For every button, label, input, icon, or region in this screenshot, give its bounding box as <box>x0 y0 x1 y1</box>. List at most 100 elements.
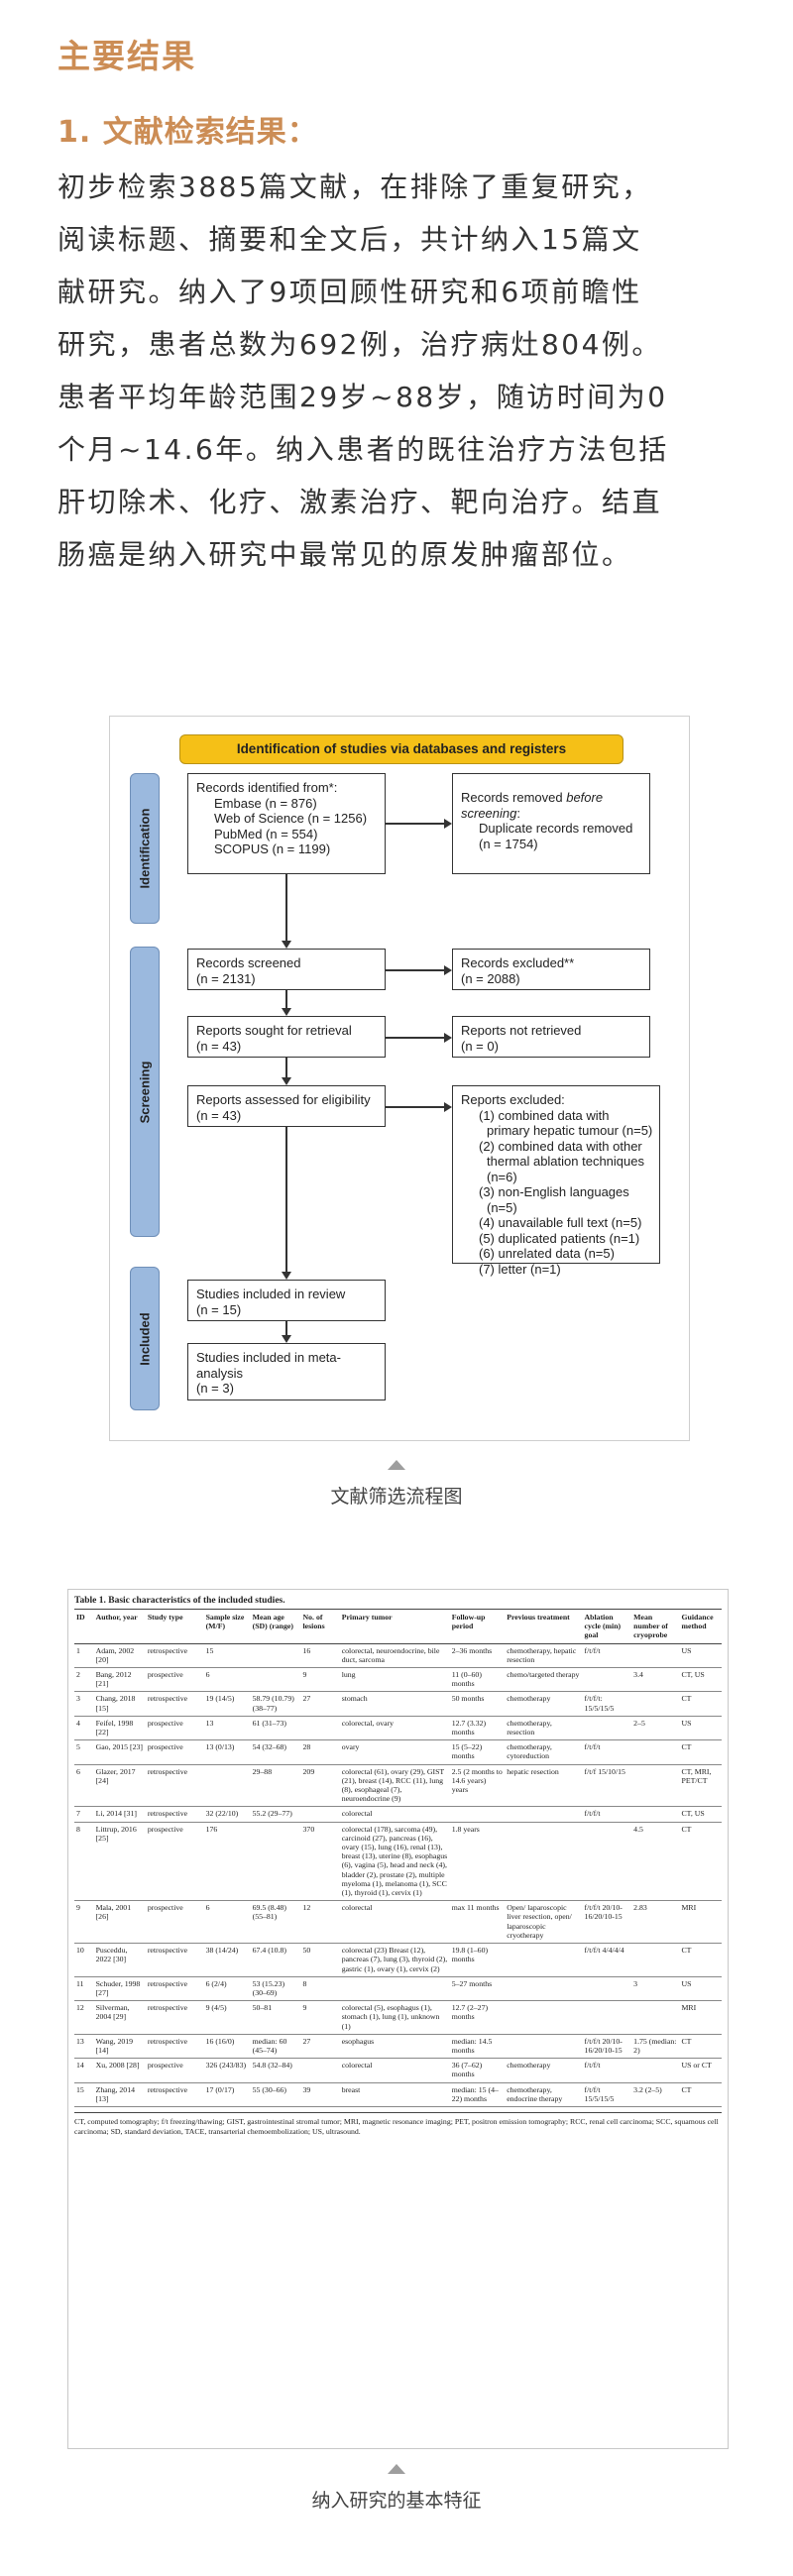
arrow-down-icon <box>282 941 291 949</box>
table-cell: 29–88 <box>250 1764 301 1808</box>
table-cell <box>250 1822 301 1902</box>
box-line: (n = 43) <box>196 1107 242 1123</box>
paragraph-line: 献研究。纳入了9项回顾性研究和6项前瞻性 <box>57 276 642 308</box>
box-line: Embase (n = 876) <box>214 795 317 811</box>
table-cell <box>505 1806 583 1823</box>
table-cell: 9 <box>74 1900 94 1945</box>
table-cell <box>582 1716 632 1741</box>
arrow-line <box>386 823 444 825</box>
table-cell: prospective <box>145 1716 204 1741</box>
arrow-line <box>386 1037 444 1039</box>
table-cell: 13 <box>74 2034 94 2060</box>
box-line: (n = 43) <box>196 1038 242 1054</box>
table-header-cell: Follow-up period <box>449 1609 506 1644</box>
table-cell: 9 <box>300 1667 340 1693</box>
arrow-right-icon <box>444 1102 452 1112</box>
box-line: thermal ablation techniques <box>487 1154 644 1169</box>
table-cell: 2–5 <box>631 1716 680 1741</box>
table-cell: breast <box>339 2082 450 2107</box>
table-cell: median: 60 (45–74) <box>250 2034 301 2060</box>
table-cell: 61 (31–73) <box>250 1716 301 1741</box>
table-cell: 2 <box>74 1667 94 1693</box>
box-line: (3) non-English languages <box>479 1184 629 1199</box>
table-cell: 9 <box>300 2000 340 2035</box>
arrow-right-icon <box>444 1033 452 1043</box>
table-header-cell: Guidance method <box>679 1609 722 1644</box>
table-cell: 12 <box>74 2000 94 2035</box>
table-cell: colorectal <box>339 1900 450 1945</box>
table-cell <box>582 2000 632 2035</box>
table-cell <box>582 1667 632 1693</box>
arrow-down-icon <box>282 1335 291 1343</box>
table-header-cell: Previous treatment <box>505 1609 583 1644</box>
table-cell: f/t/f/t <box>582 2058 632 2083</box>
side-label-screening: Screening <box>130 947 160 1237</box>
table-cell: chemotherapy <box>505 1691 583 1717</box>
box-line: SCOPUS (n = 1199) <box>214 841 331 856</box>
table-cell: CT <box>679 1691 722 1717</box>
table-cell: Feifel, 1998 [22] <box>93 1716 146 1741</box>
table-cell: 19 (14/5) <box>203 1691 251 1717</box>
table-cell <box>300 2058 340 2083</box>
table-cell: CT <box>679 1822 722 1902</box>
table-header-cell: Ablation cycle (min) goal <box>582 1609 632 1644</box>
side-label-included: Included <box>130 1267 160 1410</box>
table-cell: 1.75 (median: 2) <box>631 2034 680 2060</box>
table-cell: stomach <box>339 1691 450 1717</box>
table-cell: retrospective <box>145 1643 204 1669</box>
table-cell: 10 <box>74 1943 94 1977</box>
table-header-cell: Mean age (SD) (range) <box>250 1609 301 1644</box>
table-cell: 4.5 <box>631 1822 680 1902</box>
table-cell: lung <box>339 1667 450 1693</box>
box-line: Reports excluded: <box>461 1092 565 1107</box>
table-cell: ovary <box>339 1739 450 1765</box>
table-cell: 28 <box>300 1739 340 1765</box>
table-cell: Open/ laparoscopic liver resection, open… <box>505 1900 583 1945</box>
arrow-line <box>285 1058 287 1077</box>
table-cell: MRI <box>679 2000 722 2035</box>
table-cell: 54 (32–68) <box>250 1739 301 1765</box>
box-line: analysis <box>196 1365 243 1381</box>
table-cell: 38 (14/24) <box>203 1943 251 1977</box>
table-cell: 6 <box>203 1900 251 1945</box>
box-line: (2) combined data with other <box>479 1138 642 1154</box>
table-header-cell: ID <box>74 1609 94 1644</box>
table-cell: Li, 2014 [31] <box>93 1806 146 1823</box>
table-cell <box>631 1739 680 1765</box>
box-line: PubMed (n = 554) <box>214 826 318 841</box>
box-line: primary hepatic tumour (n=5) <box>487 1123 653 1138</box>
arrow-line <box>386 1106 444 1108</box>
table-cell: Schuder, 1998 [27] <box>93 1976 146 2002</box>
flow-header: Identification of studies via databases … <box>179 734 623 764</box>
table-cell: Mala, 2001 [26] <box>93 1900 146 1945</box>
table-cell: 2–36 months <box>449 1643 506 1669</box>
included-review-box: Studies included in review (n = 15) <box>187 1280 386 1321</box>
table-cell: 11 (0–60) months <box>449 1667 506 1693</box>
table-cell <box>250 1643 301 1669</box>
table-cell: MRI <box>679 1900 722 1945</box>
table-cell: f/t/f/t <box>582 1806 632 1823</box>
box-text: : <box>516 805 520 821</box>
table-cell <box>631 1691 680 1717</box>
reports-not-retrieved-box: Reports not retrieved (n = 0) <box>452 1016 650 1058</box>
table-cell: 2.5 (2 months to 14.6 years) years <box>449 1764 506 1808</box>
table-cell: retrospective <box>145 2082 204 2107</box>
table-cell: 15 (5–22) months <box>449 1739 506 1765</box>
table-cell: 1.8 years <box>449 1822 506 1902</box>
table-cell <box>631 1764 680 1808</box>
table-cell: 209 <box>300 1764 340 1808</box>
table-cell: 17 (0/17) <box>203 2082 251 2107</box>
table-cell: 6 <box>203 1667 251 1693</box>
table-cell: 11 <box>74 1976 94 2002</box>
table-cell: 53 (15.23) (30–69) <box>250 1976 301 2002</box>
table-cell <box>505 1976 583 2002</box>
box-text: before <box>566 790 604 805</box>
table-cell <box>505 1943 583 1977</box>
